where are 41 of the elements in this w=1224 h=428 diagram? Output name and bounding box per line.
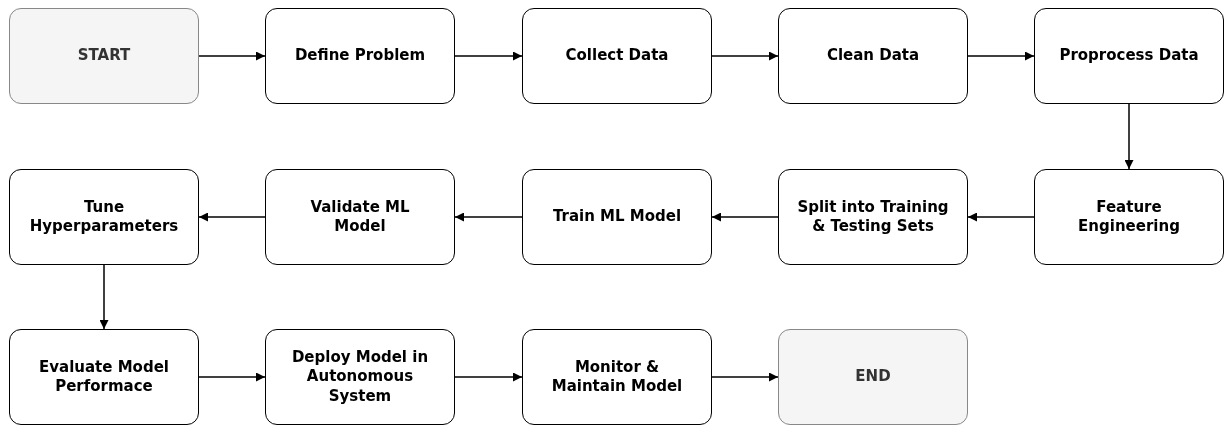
process-box: [522, 329, 712, 425]
terminal-box: [9, 8, 199, 104]
step-label: Split into Training & Testing Sets: [796, 197, 950, 237]
step-label: Define Problem: [294, 46, 426, 66]
process-box: [265, 169, 455, 265]
process-box: [778, 169, 968, 265]
arrow: [454, 51, 523, 61]
step-label: Monitor & Maintain Model: [550, 357, 684, 397]
process-box: [265, 329, 455, 425]
arrow: [967, 51, 1035, 61]
process-box: [265, 8, 455, 104]
process-box: [1034, 8, 1224, 104]
step-label: Clean Data: [826, 46, 920, 66]
process-box: [1034, 169, 1224, 265]
terminal-box: [778, 329, 968, 425]
step-label: START: [77, 46, 131, 66]
step-label: Evaluate Model Performace: [38, 357, 170, 397]
step-label: Deploy Model in Autonomous System: [290, 347, 430, 407]
arrow: [99, 264, 109, 330]
arrow: [198, 212, 266, 222]
arrow: [711, 372, 779, 382]
process-box: [778, 8, 968, 104]
process-box: [9, 329, 199, 425]
process-box: [522, 169, 712, 265]
arrow: [198, 51, 266, 61]
arrow: [454, 372, 523, 382]
step-label: Validate ML Model: [309, 197, 411, 237]
step-label: Proprocess Data: [1059, 46, 1199, 66]
arrow: [198, 372, 266, 382]
arrow: [711, 212, 779, 222]
step-label: Feature Engineering: [1077, 197, 1181, 237]
process-box: [9, 169, 199, 265]
arrow: [711, 51, 779, 61]
step-label: END: [855, 367, 891, 387]
process-box: [522, 8, 712, 104]
step-label: Tune Hyperparameters: [28, 197, 180, 237]
arrow: [967, 212, 1035, 222]
arrow: [1124, 103, 1134, 170]
step-label: Train ML Model: [552, 207, 682, 227]
step-label: Collect Data: [565, 46, 669, 66]
arrow: [454, 212, 523, 222]
